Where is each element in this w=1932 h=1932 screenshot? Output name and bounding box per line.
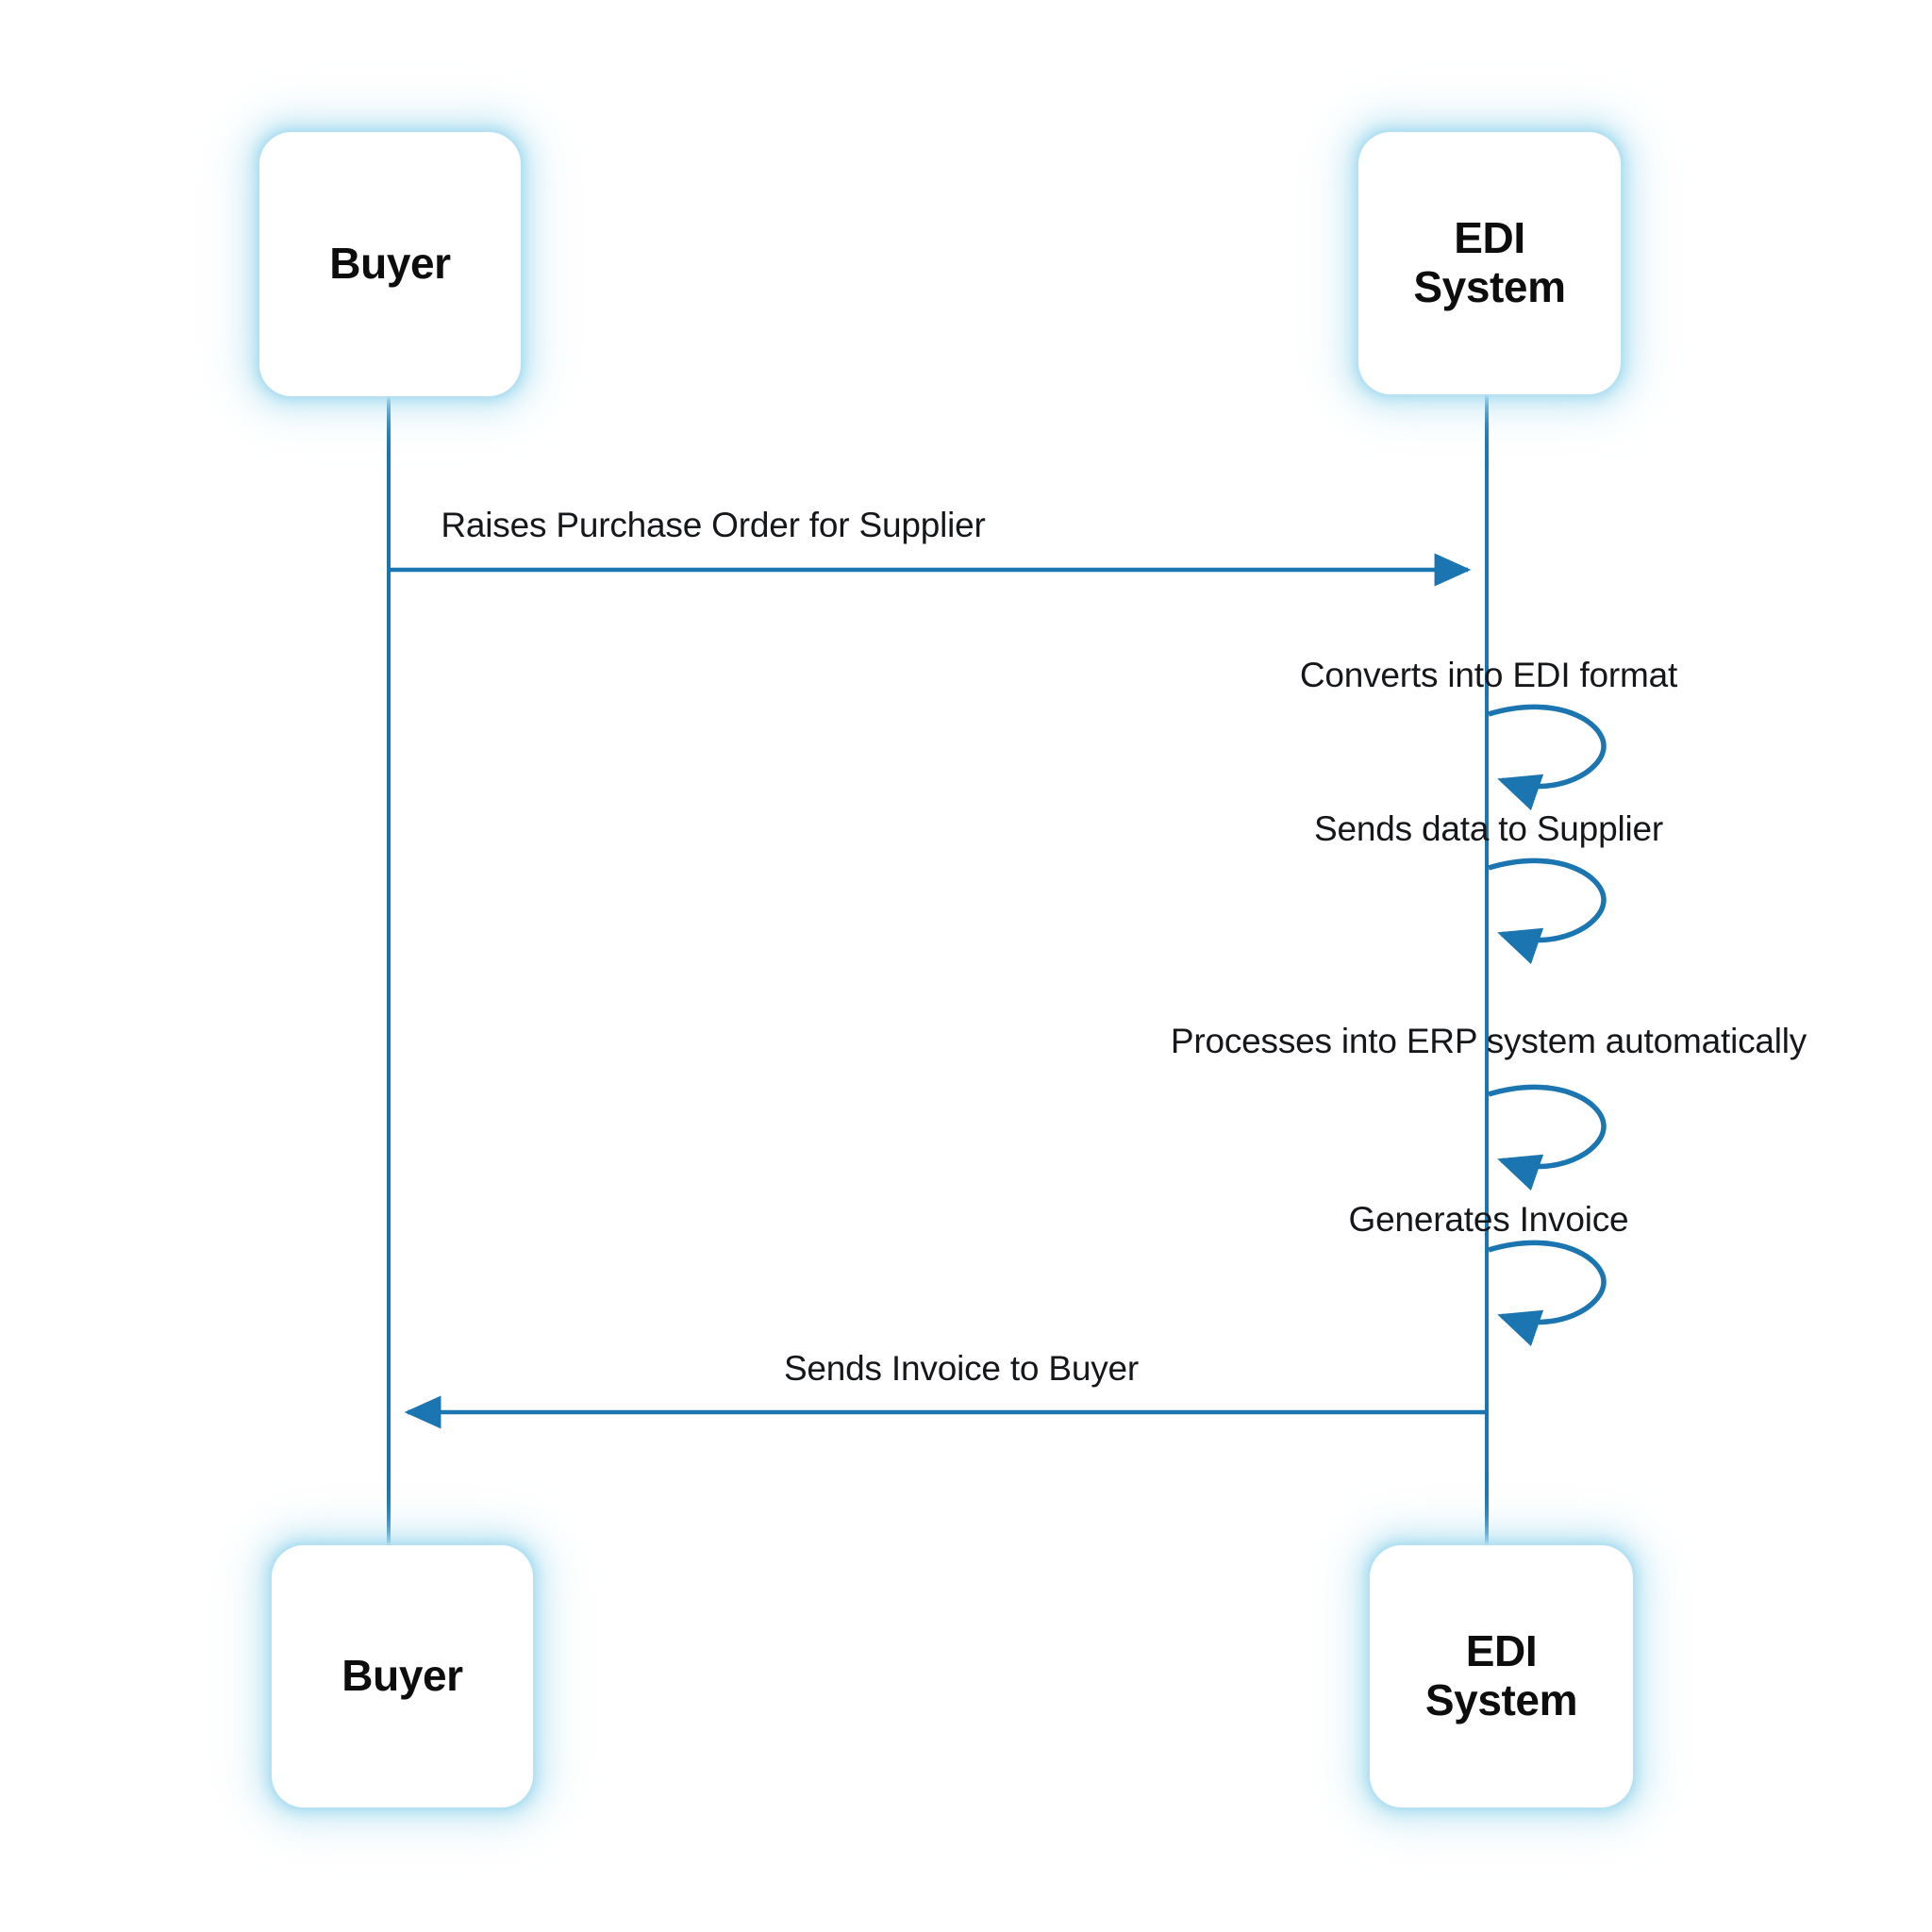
message-label-generates-invoice: Generates Invoice bbox=[1348, 1200, 1629, 1239]
lifelines bbox=[387, 394, 1489, 1547]
message-label-converts-into-edi-format: Converts into EDI format bbox=[1299, 656, 1678, 694]
self-loop-sends-data-to-supplier[interactable] bbox=[1488, 858, 1607, 965]
participant-box-edi-system-bottom[interactable]: EDI System bbox=[1370, 1545, 1633, 1807]
self-loop-processes-into-erp-system[interactable] bbox=[1488, 1084, 1607, 1191]
participant-box-buyer-top[interactable]: Buyer bbox=[259, 132, 521, 396]
participant-box-edi-system-top[interactable]: EDI System bbox=[1358, 132, 1621, 394]
participant-box-buyer-bottom[interactable]: Buyer bbox=[272, 1545, 533, 1807]
participant-label-buyer-top: Buyer bbox=[329, 239, 451, 289]
message-label-raises-purchase-order: Raises Purchase Order for Supplier bbox=[441, 506, 986, 544]
self-loop-generates-invoice[interactable] bbox=[1488, 1240, 1607, 1347]
participant-label-buyer-bottom: Buyer bbox=[341, 1651, 463, 1701]
participant-label-edi-system-bottom: EDI System bbox=[1424, 1626, 1578, 1724]
message-label-sends-data-to-supplier: Sends data to Supplier bbox=[1314, 809, 1663, 848]
participant-label-edi-system-top: EDI System bbox=[1413, 213, 1566, 311]
message-label-processes-into-erp-system: Processes into ERP system automatically bbox=[1170, 1022, 1807, 1060]
message-label-sends-invoice-to-buyer: Sends Invoice to Buyer bbox=[783, 1349, 1140, 1388]
self-loop-converts-into-edi-format[interactable] bbox=[1488, 704, 1607, 811]
